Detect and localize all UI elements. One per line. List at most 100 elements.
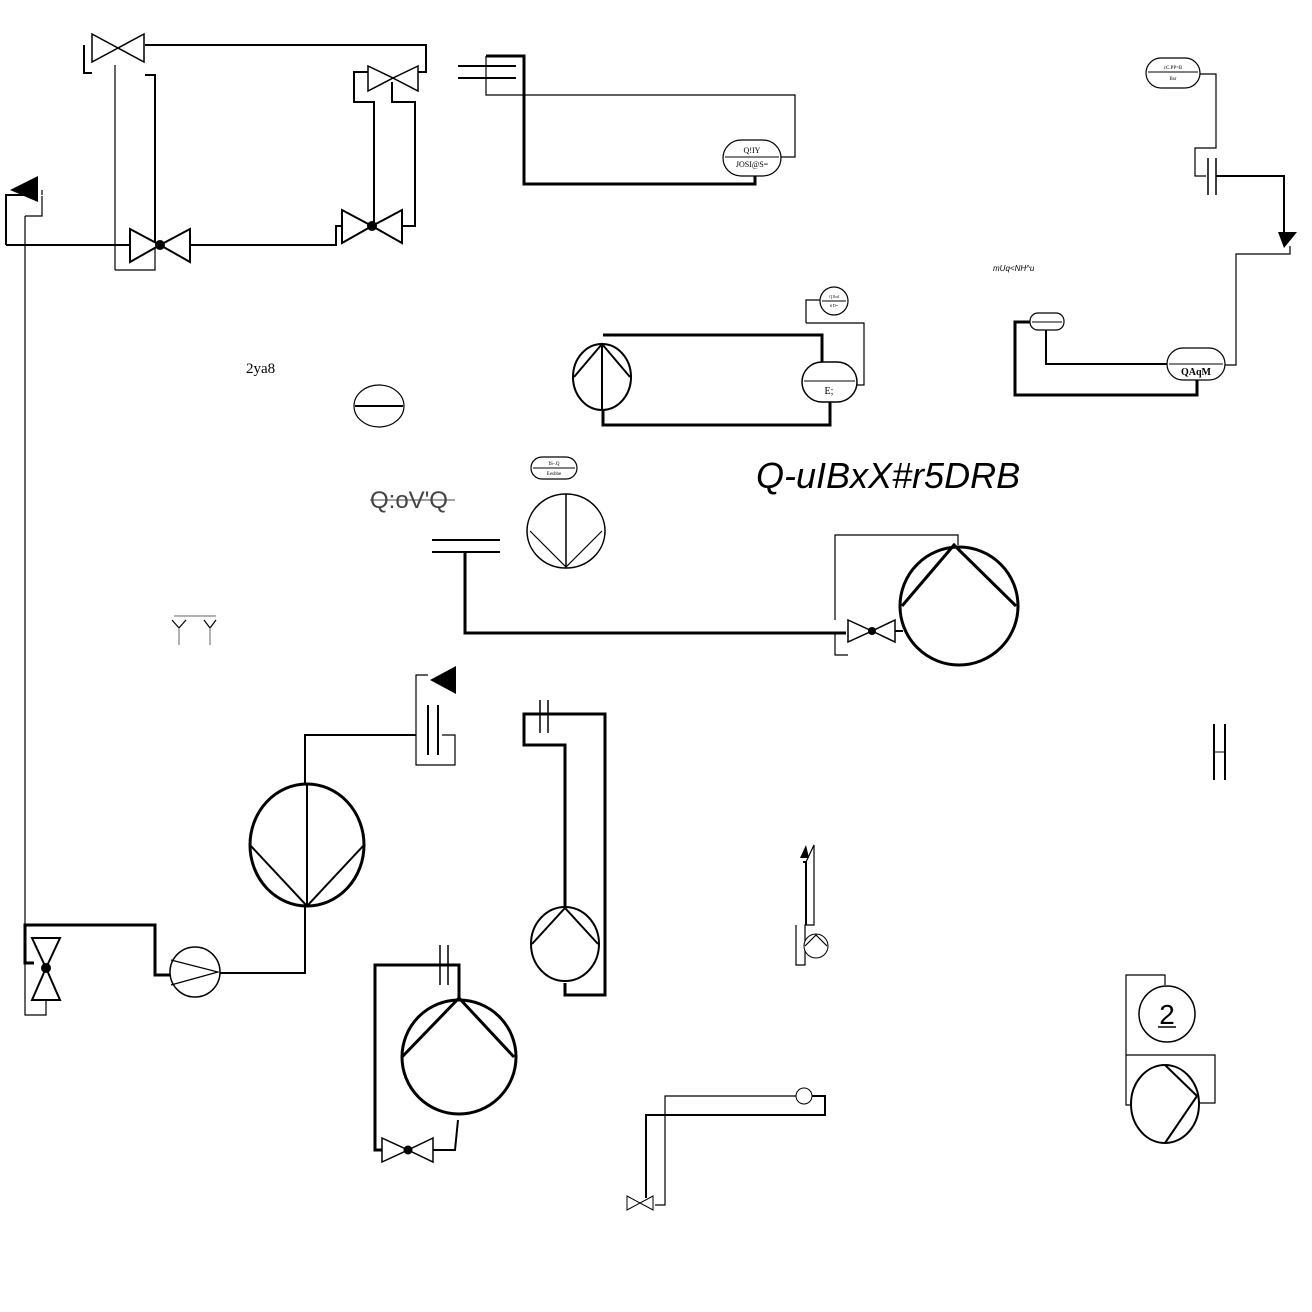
- free-label: mUq<NH^u: [993, 264, 1035, 273]
- pump-icon: [530, 906, 600, 982]
- pipe-segment: [1194, 73, 1217, 177]
- valve-loop-top-left: [5, 32, 427, 271]
- pipe-segment: [522, 712, 607, 997]
- pump-icon: [898, 542, 1020, 667]
- pipe-segment: [353, 71, 375, 226]
- pipe-segment: [1013, 320, 1199, 397]
- pump-loop-lower-left: [23, 666, 456, 1001]
- pipe-segment: [645, 1095, 826, 1198]
- pipe-segment: [24, 216, 47, 1016]
- gate-valve-icon: [626, 1195, 654, 1211]
- pipe-segment: [1126, 1054, 1216, 1104]
- small-tag-and-pump: IS-.Q Eesbbe: [526, 456, 606, 569]
- pump-icon: [795, 1087, 813, 1105]
- pipe-segment: [415, 734, 456, 766]
- instrument-icon: [353, 384, 405, 428]
- instrument-tag: IS-.Q Eesbbe: [530, 456, 578, 480]
- pipe-segment: [463, 552, 846, 635]
- flow-arrow-icon: [430, 666, 456, 694]
- instrument-loop-top-center: Q!IY JOSI@S=: [458, 54, 796, 186]
- pipe-segment: [803, 861, 807, 925]
- control-valve-icon: [129, 227, 191, 264]
- pump-loop-center-top: Q1lsd # D= E;: [572, 286, 865, 427]
- flange-right: [1213, 724, 1226, 780]
- flow-arrow-icon: [10, 176, 38, 202]
- instrument-tag: QAqM: [1166, 347, 1226, 381]
- tag-text: IS-.Q: [549, 462, 560, 467]
- instrument-tag: [1029, 312, 1065, 331]
- antenna-icon: [171, 615, 217, 645]
- pipe-segment: [145, 74, 156, 245]
- pipe-segment: [83, 45, 92, 74]
- pipe-segment: [415, 674, 428, 735]
- pump-loop-lower-center: [373, 945, 518, 1164]
- pipe-segment: [190, 225, 342, 246]
- pipe-segment: [1216, 175, 1285, 237]
- small-instrument-line: [795, 844, 829, 966]
- instrument-tag: E;: [801, 361, 858, 403]
- pump-icon: [572, 342, 632, 411]
- control-valve-icon: [30, 937, 62, 1001]
- pump-icon: [1130, 1064, 1200, 1144]
- pipe-segment: [433, 1119, 459, 1151]
- tag-text: Eesbbe: [547, 472, 562, 477]
- pipe-segment: [601, 400, 832, 427]
- flow-arrow-icon: [800, 845, 809, 858]
- pump-icon: [526, 493, 606, 569]
- control-valve-icon: [847, 618, 896, 644]
- thin-loop-lower-center: [626, 1087, 826, 1211]
- pipe-segment: [220, 906, 306, 974]
- tag-text: cC.PP=B: [1164, 66, 1183, 71]
- pipe-segment: [834, 534, 959, 620]
- free-label: Q-uIBxX#r5DRB: [756, 455, 1020, 496]
- control-valve-icon: [381, 1136, 434, 1164]
- pipe-segment: [1225, 246, 1291, 366]
- pipe-segment: [486, 54, 757, 186]
- gate-valve-icon: [367, 64, 419, 93]
- pipe-segment: [805, 299, 822, 323]
- flange-and-line-center: [432, 539, 846, 635]
- instrument-line-top-right: cC.PP=B Bsr mUq<NH^u: [993, 57, 1297, 366]
- pipe-segment: [391, 82, 416, 227]
- pump-number: 2: [1159, 999, 1175, 1030]
- tag-text: QAqM: [1181, 367, 1212, 378]
- tag-text: E;: [825, 386, 834, 397]
- instrument-tag: Q1lsd # D=: [819, 286, 849, 316]
- pipe-segment: [373, 963, 461, 1152]
- pump-loop-center-vertical: [522, 700, 607, 997]
- pump-icon: [803, 933, 829, 959]
- pipe-segment: [115, 245, 156, 271]
- pipe-segment: [145, 44, 427, 73]
- pump-group-bottom-right: 2: [1125, 974, 1216, 1144]
- gate-valve-icon: [91, 32, 145, 64]
- tag-text: Q1lsd: [829, 294, 839, 299]
- instrument-loop-right: QAqM: [1013, 312, 1226, 397]
- pipe-segment: [5, 194, 38, 245]
- control-valve-icon: [341, 208, 403, 245]
- left-return-line: [24, 196, 47, 1016]
- tag-text: # D=: [830, 303, 839, 308]
- free-label: 2ya8: [246, 361, 275, 377]
- instrument-tag: cC.PP=B Bsr: [1145, 57, 1201, 89]
- pump-icon: [248, 782, 366, 908]
- pipe-segment: [1125, 1055, 1132, 1106]
- pipe-segment: [834, 633, 848, 656]
- instrument-tag: Q!IY JOSI@S=: [722, 139, 782, 177]
- pipe-segment: [1125, 974, 1166, 1055]
- pipe-segment: [603, 333, 824, 365]
- tag-text: Q!IY: [744, 146, 761, 155]
- pipe-segment: [485, 56, 796, 158]
- pump-icon: 2: [1138, 985, 1196, 1043]
- pipe-segment: [655, 1095, 796, 1206]
- tag-text: JOSI@S=: [736, 160, 769, 169]
- pump-icon: [400, 995, 518, 1116]
- pump-icon: [169, 946, 221, 998]
- pipe-segment: [23, 923, 170, 977]
- pipe-segment: [25, 196, 43, 217]
- tag-text: Bsr: [1170, 77, 1177, 82]
- free-label-group: Q:oV'Q: [370, 487, 455, 514]
- pump-right-large: [834, 534, 1020, 667]
- pipe-segment: [304, 734, 416, 784]
- pipe-segment: [1045, 326, 1168, 365]
